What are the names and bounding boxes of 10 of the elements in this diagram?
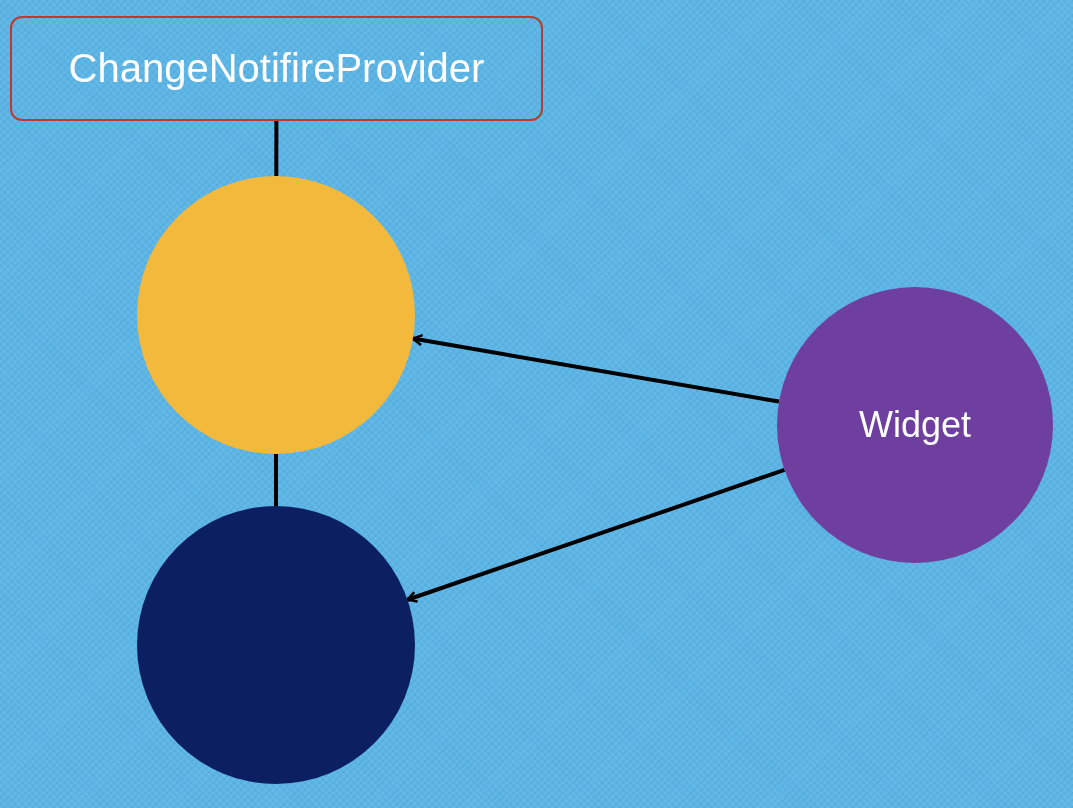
connector-line — [274, 454, 278, 506]
node-label: ChangeNotifireProvider — [68, 46, 485, 91]
node-label: Widget — [858, 404, 971, 446]
widget-circle — [777, 287, 1053, 563]
provider-box — [10, 16, 543, 121]
connector-line — [274, 121, 279, 176]
filled-circle — [137, 506, 415, 784]
filled-circle — [137, 176, 415, 454]
arrow — [406, 468, 786, 603]
arrow — [411, 333, 780, 404]
